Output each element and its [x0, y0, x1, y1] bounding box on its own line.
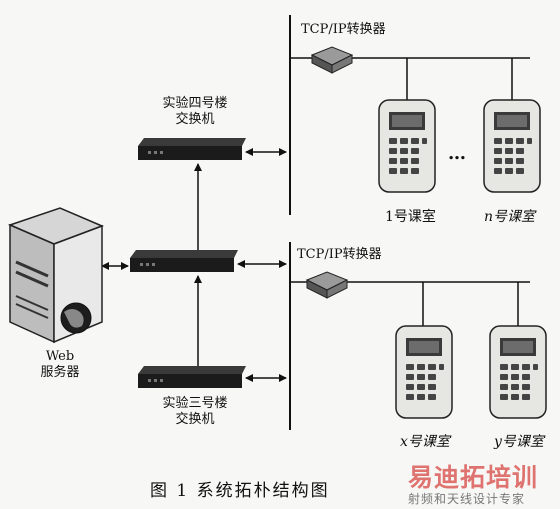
roomx-label: x号课室 [400, 434, 450, 450]
tcp-converter-bottom-label: TCP/IP转换器 [297, 247, 382, 262]
ellipsis: … [448, 143, 466, 164]
terminal-room1 [378, 99, 436, 193]
web-server-line2: 服务器 [40, 365, 80, 380]
switch-building4-line2: 交换机 [175, 112, 215, 127]
switch-building3-line2: 交换机 [175, 412, 215, 427]
roomn-label: n号课室 [484, 209, 536, 225]
switch-building3-label: 实验三号楼 交换机 [150, 396, 240, 428]
watermark-tagline: 射频和天线设计专家 [408, 492, 526, 506]
tcp-converter-top [311, 46, 353, 74]
terminal-roomy [489, 325, 547, 419]
tcp-converter-top-label: TCP/IP转换器 [301, 22, 386, 37]
switch-building4-label: 实验四号楼 交换机 [150, 96, 240, 128]
switch-building4 [138, 138, 246, 160]
tcp-converter-bottom [306, 271, 348, 299]
terminal-roomn [483, 99, 541, 193]
switch-building3-line1: 实验三号楼 [162, 396, 228, 411]
switch-building3 [138, 366, 246, 388]
switch-middle [130, 250, 238, 272]
figure-caption: 图 1 系统拓朴结构图 [150, 481, 330, 501]
web-server-line1: Web [45, 349, 75, 364]
room1-label: 1号课室 [385, 209, 436, 225]
roomy-label: y号课室 [494, 434, 544, 450]
server-icon [7, 207, 105, 344]
web-server-label: Web 服务器 [30, 349, 90, 381]
terminal-roomx [395, 325, 453, 419]
watermark-brand: 易迪拓培训 [408, 463, 539, 492]
switch-building4-line1: 实验四号楼 [162, 96, 228, 111]
